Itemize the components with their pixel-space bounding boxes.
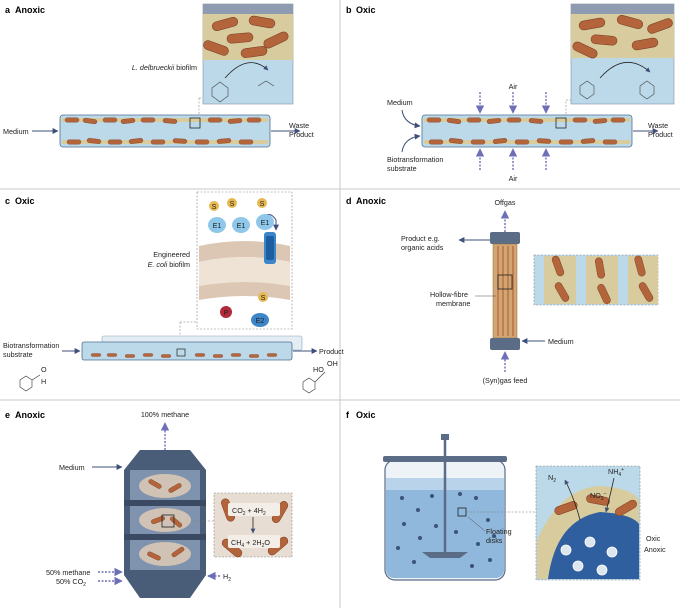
panel-c-membrane-inset <box>196 191 293 330</box>
panel-b: b Oxic <box>346 3 675 183</box>
panel-f-disks-label-2: disks <box>486 536 503 545</box>
panel-c-substrate-badges: S S S S P <box>209 198 268 318</box>
panel-e-reaction-inset <box>213 492 293 559</box>
panel-e-h2-label: H2 <box>223 572 231 583</box>
molecule-oh-label: OH <box>327 359 338 368</box>
panel-e: e Anoxic 100% methane CO2 + 4 <box>5 410 293 598</box>
panel-a-product-label: Product <box>289 130 314 139</box>
panel-c-letter: c <box>5 196 10 206</box>
panel-b-substrate-label-1: Biotransformation <box>387 155 443 164</box>
panel-b-waste-label: Waste <box>648 121 668 130</box>
panel-b-air-arrows <box>475 92 551 170</box>
panel-d-hollow-fibre-module <box>490 232 520 350</box>
product-badge: P <box>224 308 229 317</box>
panel-c-organism-label-1: Engineered <box>153 250 190 259</box>
panel-c-condition: Oxic <box>15 196 35 206</box>
panel-e-top-label: 100% methane <box>141 410 189 419</box>
panel-e-bottom-label-1: 50% methane <box>46 568 90 577</box>
panel-b-substrate-label-2: substrate <box>387 164 417 173</box>
molecule-o-label: O <box>41 365 47 374</box>
panel-a: a Anoxic L. delbrueckii biofilm <box>3 3 314 148</box>
panel-c-organism-label-2: E. coli biofilm <box>148 260 190 269</box>
panel-b-substrate-arrow <box>401 133 421 153</box>
panel-d-medium-label: Medium <box>548 337 574 346</box>
panel-d-membrane-label-2: membrane <box>436 299 470 308</box>
panel-d-letter: d <box>346 196 352 206</box>
panel-a-biofilm-inset <box>201 3 294 105</box>
panel-f-floating-disks <box>396 492 496 568</box>
panel-d-condition: Anoxic <box>356 196 386 206</box>
panel-b-medium-label: Medium <box>387 98 413 107</box>
panel-f-disks-label-1: Floating <box>486 527 512 536</box>
substrate-badge-3: S <box>260 199 265 208</box>
panel-f: f Oxic Floating disks <box>346 410 666 581</box>
panel-a-condition: Anoxic <box>15 5 45 15</box>
panel-a-letter: a <box>5 5 11 15</box>
panel-d-membrane-label-1: Hollow-fibre <box>430 290 468 299</box>
panel-d-fibre-inset <box>533 254 659 306</box>
panel-d-offgas-label: Offgas <box>494 198 515 207</box>
panel-a-medium-label: Medium <box>3 127 29 136</box>
panel-e-bottom-label-2: 50% CO2 <box>56 577 86 588</box>
panel-f-anoxic-label: Anoxic <box>644 545 666 554</box>
panel-b-biofilm-inset <box>570 3 675 105</box>
enzyme-e2-label: E2 <box>256 316 265 325</box>
panel-f-nh4-label: NH4+ <box>608 467 624 478</box>
panel-b-air-bottom-label: Air <box>509 174 518 183</box>
panel-f-letter: f <box>346 410 350 420</box>
panel-e-letter: e <box>5 410 10 420</box>
panel-d-product-label-1: Product e.g. <box>401 234 440 243</box>
panel-c: c Oxic E1 E1 E1 E2 S S <box>3 191 344 394</box>
panel-f-biofilm-inset <box>535 465 641 581</box>
substrate-badge-4: S <box>261 293 266 302</box>
panel-c-substrate-label-1: Biotransformation <box>3 341 59 350</box>
panel-f-n2-label: N2 <box>548 473 556 484</box>
panel-b-air-top-label: Air <box>509 82 518 91</box>
panel-b-product-label: Product <box>648 130 673 139</box>
substrate-badge-2: S <box>230 199 235 208</box>
panel-e-condition: Anoxic <box>15 410 45 420</box>
panel-b-medium-arrow <box>401 109 421 129</box>
enzyme-e1-label-1: E1 <box>213 221 222 230</box>
panel-b-letter: b <box>346 5 352 15</box>
panel-f-stirred-tank <box>383 434 507 581</box>
panel-f-oxic-label: Oxic <box>646 534 661 543</box>
panel-e-reaction-2: CH4 + 2H2O <box>231 538 270 549</box>
panel-b-condition: Oxic <box>356 5 376 15</box>
molecule-h-label: H <box>41 377 46 386</box>
panel-c-substrate-molecule: O H <box>19 365 47 392</box>
panel-f-no3-label: NO3– <box>590 491 607 502</box>
panel-f-condition: Oxic <box>356 410 376 420</box>
panel-e-column-reactor <box>124 450 206 598</box>
panel-d: d Anoxic Offgas Product e.g. org <box>346 196 659 385</box>
panel-c-product-molecule: HO OH <box>302 359 338 394</box>
panel-e-reaction-1: CO2 + 4H2 <box>232 506 266 517</box>
enzyme-e1-label-3: E1 <box>261 218 270 227</box>
panel-a-organism-label: L. delbrueckii biofilm <box>132 63 197 72</box>
panel-a-waste-label: Waste <box>289 121 309 130</box>
substrate-badge-1: S <box>212 202 217 211</box>
panel-d-feed-label: (Syn)gas feed <box>483 376 528 385</box>
panel-f-disks-pointer <box>467 516 486 532</box>
panel-c-product-label: Product <box>319 347 344 356</box>
enzyme-e1-label-2: E1 <box>237 221 246 230</box>
panel-c-substrate-label-2: substrate <box>3 350 33 359</box>
panel-c-enzymes: E1 E1 E1 E2 <box>208 214 274 327</box>
panel-d-product-label-2: organic acids <box>401 243 444 252</box>
molecule-ho-label: HO <box>313 365 324 374</box>
panel-e-medium-label: Medium <box>59 463 85 472</box>
